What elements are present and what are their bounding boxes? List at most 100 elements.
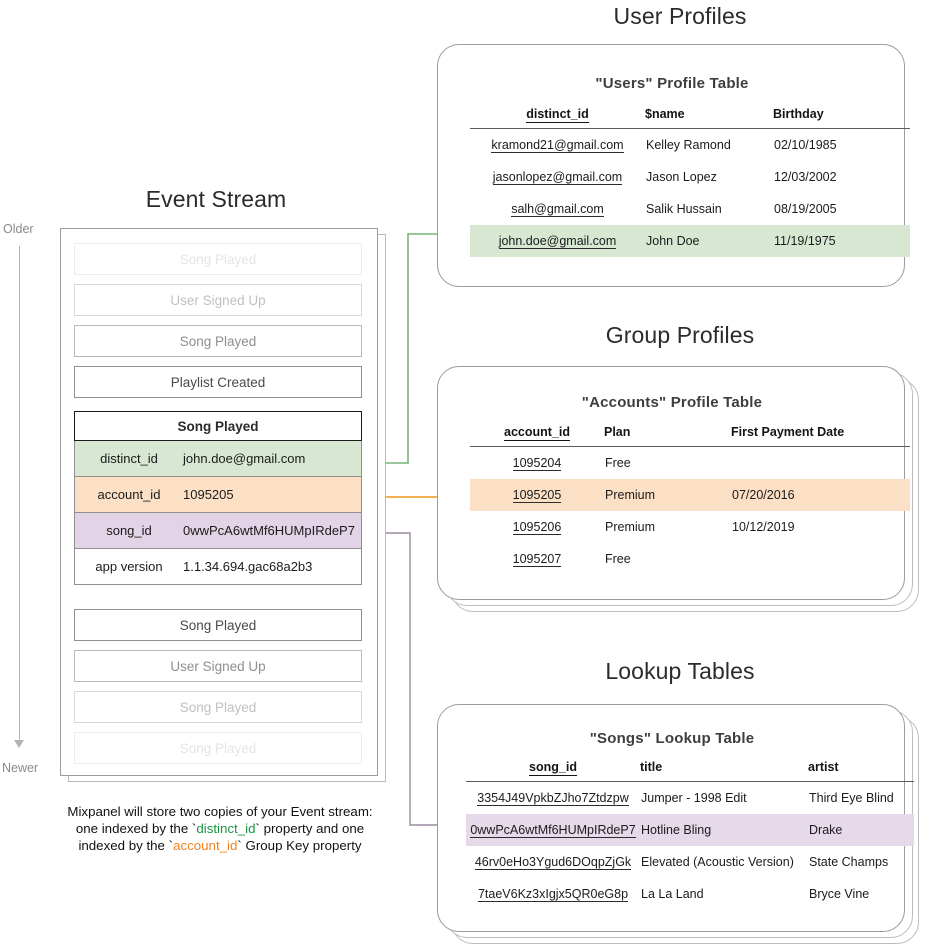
event-row-above-item[interactable]: Song Played bbox=[74, 325, 362, 357]
accounts-table-column-header-label: account_id bbox=[504, 425, 570, 441]
event-row-above-label: User Signed Up bbox=[170, 292, 266, 308]
caption-line-3-a: indexed by the ` bbox=[78, 838, 174, 853]
timeline-arrow-icon bbox=[14, 740, 24, 748]
event-row-above-item[interactable]: Playlist Created bbox=[74, 366, 362, 398]
caption-line-2-b: ` property and one bbox=[255, 821, 365, 836]
event-row-above-label: Playlist Created bbox=[170, 374, 266, 390]
event-property-key: app version bbox=[95, 559, 163, 574]
users-table-column-header: distinct_id bbox=[470, 107, 645, 129]
users-table-key-value: john.doe@gmail.com bbox=[498, 234, 617, 249]
event-property-value: john.doe@gmail.com bbox=[183, 451, 306, 466]
event-row-below-label: Song Played bbox=[179, 617, 257, 633]
users-table-cell: john.doe@gmail.com bbox=[470, 225, 645, 257]
event-row-above-label: Song Played bbox=[179, 333, 257, 349]
users-table-cell: kramond21@gmail.com bbox=[470, 129, 645, 162]
songs-table-key-value: 46rv0eHo3Ygud6DOqpZjGk bbox=[474, 855, 632, 870]
users-table-key-value: jasonlopez@gmail.com bbox=[492, 170, 623, 185]
songs-table-title: "Songs" Lookup Table bbox=[589, 730, 755, 747]
event-row-below-item[interactable]: User Signed Up bbox=[74, 650, 362, 682]
users-table-cell: salh@gmail.com bbox=[470, 193, 645, 225]
songs-table-cell: Drake bbox=[808, 814, 914, 846]
event-row-above-item[interactable]: Song Played bbox=[74, 243, 362, 275]
users-table-cell: jasonlopez@gmail.com bbox=[470, 161, 645, 193]
users-table-column-header: $name bbox=[645, 107, 773, 129]
songs-table-cell: Third Eye Blind bbox=[809, 791, 894, 805]
users-table-column-header: Birthday bbox=[773, 107, 910, 129]
event-row-below-label: Song Played bbox=[179, 740, 257, 756]
accounts-table-cell: 1095205 bbox=[470, 479, 604, 511]
event-row-above-item[interactable]: User Signed Up bbox=[74, 284, 362, 316]
users-table-cell: John Doe bbox=[645, 225, 773, 257]
event-property-row[interactable]: distinct_id john.doe@gmail.com bbox=[74, 441, 362, 477]
caption-line-3-b: ` Group Key property bbox=[237, 838, 362, 853]
songs-table-cell: 0wwPcA6wtMf6HUMpIRdeP7 bbox=[466, 814, 640, 846]
users-table-column-header-label: Birthday bbox=[773, 107, 824, 121]
event-stream-caption: Mixpanel will store two copies of your E… bbox=[36, 803, 404, 854]
event-row-below-item[interactable]: Song Played bbox=[74, 609, 362, 641]
accounts-table-key-value: 1095207 bbox=[512, 552, 562, 567]
user-profiles-title: User Profiles bbox=[613, 3, 747, 29]
users-table-cell: 08/19/2005 bbox=[774, 202, 837, 216]
users-table-title: "Users" Profile Table bbox=[595, 75, 749, 92]
event-property-key: song_id bbox=[106, 523, 152, 538]
accounts-table-key-value: 1095205 bbox=[512, 488, 562, 503]
users-table-cell: 02/10/1985 bbox=[774, 138, 837, 152]
caption-line-3: indexed by the `account_id` Group Key pr… bbox=[36, 837, 404, 854]
event-row-above-label: Song Played bbox=[179, 251, 257, 267]
songs-table-key-value: 0wwPcA6wtMf6HUMpIRdeP7 bbox=[470, 823, 636, 838]
accounts-table-column-header: First Payment Date bbox=[731, 425, 910, 447]
accounts-table-cell: 1095207 bbox=[470, 543, 604, 575]
accounts-table-column-header-label: Plan bbox=[604, 425, 631, 439]
users-table-column-header-label: $name bbox=[645, 107, 685, 121]
accounts-table-column-header: Plan bbox=[604, 425, 731, 447]
songs-table-column-header-label: title bbox=[640, 760, 663, 774]
event-property-key: distinct_id bbox=[100, 451, 158, 466]
songs-table-column-header-label: artist bbox=[808, 760, 839, 774]
event-row-below-item[interactable]: Song Played bbox=[74, 732, 362, 764]
event-property-value: 1095205 bbox=[183, 487, 234, 502]
users-table: distinct_id$name Birthday kramond21@gmail… bbox=[470, 107, 910, 257]
accounts-table-key-value: 1095204 bbox=[512, 456, 562, 471]
accounts-table-cell: 07/20/2016 bbox=[731, 479, 910, 511]
accounts-table-cell: Premium bbox=[604, 479, 731, 511]
lookup-tables-title: Lookup Tables bbox=[605, 658, 755, 684]
songs-table-cell: 3354J49VpkbZJho7Ztdzpw bbox=[466, 782, 640, 815]
users-table-key-value: kramond21@gmail.com bbox=[491, 138, 624, 153]
users-table-header-row: distinct_id$name Birthday bbox=[470, 107, 910, 129]
accounts-table-column-header-label: First Payment Date bbox=[731, 425, 845, 439]
timeline-older-label: Older bbox=[3, 222, 34, 236]
users-profile-card: "Users" Profile Table distinct_id$name Bi… bbox=[437, 44, 910, 287]
songs-table-cell: Hotline Bling bbox=[640, 814, 808, 846]
accounts-table-cell: Premium bbox=[605, 520, 656, 534]
caption-line-2-a: one indexed by the ` bbox=[75, 821, 197, 836]
songs-table-cell: Bryce Vine bbox=[809, 887, 870, 901]
event-row-below-item[interactable]: Song Played bbox=[74, 691, 362, 723]
accounts-table-cell: 1095204 bbox=[470, 447, 604, 480]
songs-table-cell: La La Land bbox=[641, 887, 704, 901]
users-table-cell: Salik Hussain bbox=[646, 202, 722, 216]
